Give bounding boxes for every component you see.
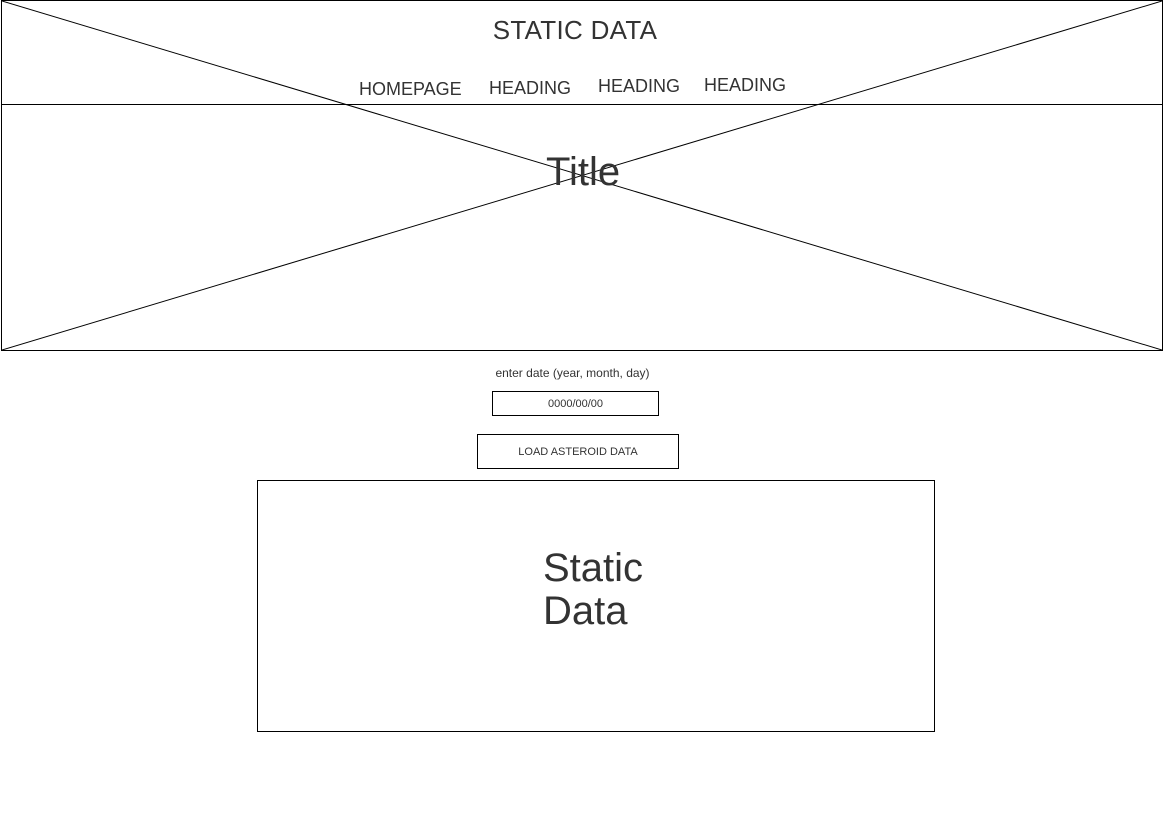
image-placeholder-cross — [2, 1, 1162, 350]
date-input[interactable] — [492, 391, 659, 416]
nav-heading-2[interactable]: HEADING — [598, 76, 681, 96]
load-asteroid-data-button[interactable]: LOAD ASTEROID DATA — [477, 434, 679, 469]
nav-heading-3[interactable]: HEADING — [704, 75, 787, 95]
nav-heading-1[interactable]: HEADING — [489, 78, 572, 98]
static-data-panel: Static Data — [257, 480, 935, 732]
site-title: STATIC DATA — [492, 15, 658, 45]
header-divider — [1, 104, 1163, 105]
nav-homepage[interactable]: HOMEPAGE — [359, 79, 462, 99]
static-data-text: Static Data — [543, 546, 644, 633]
date-input-label: enter date (year, month, day) — [495, 366, 650, 380]
hero-title: Title — [546, 150, 621, 194]
